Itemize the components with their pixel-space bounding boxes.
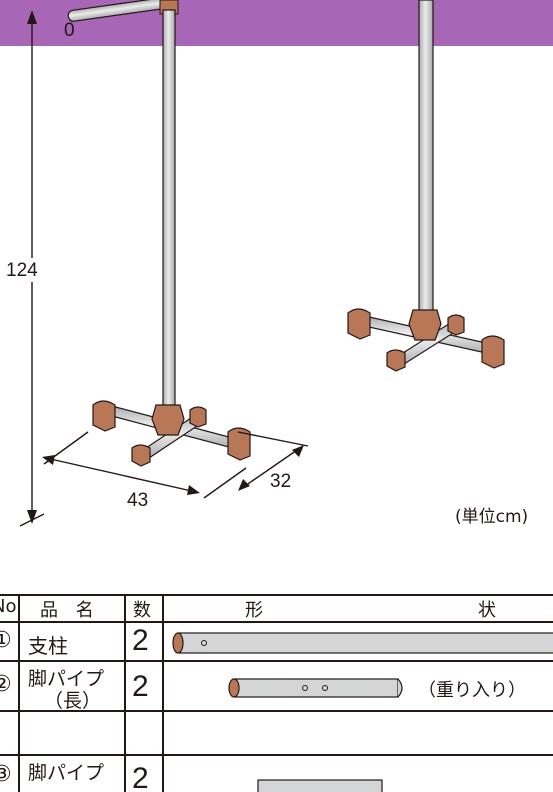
partial-dimension-label: 0	[64, 20, 75, 41]
parts-table: No 品 名 数 形 状 ① 支柱 2 ② 脚パイプ （長） 2 （重り入り） …	[0, 594, 553, 792]
width-label: 43	[127, 490, 148, 511]
right-stand	[347, 0, 505, 372]
row-qty: 2	[132, 624, 149, 657]
left-stand	[67, 0, 251, 467]
depth-label: 32	[270, 471, 291, 492]
row-name: 脚パイプ	[28, 762, 105, 784]
header-qty: 数	[133, 600, 151, 621]
row-name: 支柱	[28, 634, 68, 658]
unit-note: (単位cm)	[455, 507, 529, 527]
row-note: （重り入り）	[418, 680, 526, 701]
row-name-line1: 脚パイプ	[28, 668, 105, 690]
height-label: 124	[6, 260, 38, 281]
set-contents-subtitle: 組立前に、部品を必ずお確かめ下さい	[199, 569, 480, 589]
row-name-line2: （長）	[44, 690, 102, 712]
upright-pipe-shape	[172, 632, 553, 654]
header-name: 品 名	[40, 600, 100, 621]
header-shape-right: 状	[478, 600, 496, 621]
row-no: ①	[0, 628, 12, 653]
set-contents-title: セット内容	[2, 559, 153, 595]
product-diagram: 124 43 32 0	[4, 0, 505, 527]
width-dimension	[42, 431, 247, 499]
header-shape-left: 形	[245, 600, 263, 621]
header-no: No	[0, 596, 17, 617]
short-leg-pipe-shape	[257, 779, 383, 792]
row-qty: 2	[132, 762, 149, 792]
row-no: ②	[0, 672, 12, 697]
row-no: ③	[0, 762, 12, 787]
row-qty: 2	[132, 670, 149, 703]
long-leg-pipe-shape	[228, 678, 403, 698]
depth-dimension	[237, 431, 309, 491]
